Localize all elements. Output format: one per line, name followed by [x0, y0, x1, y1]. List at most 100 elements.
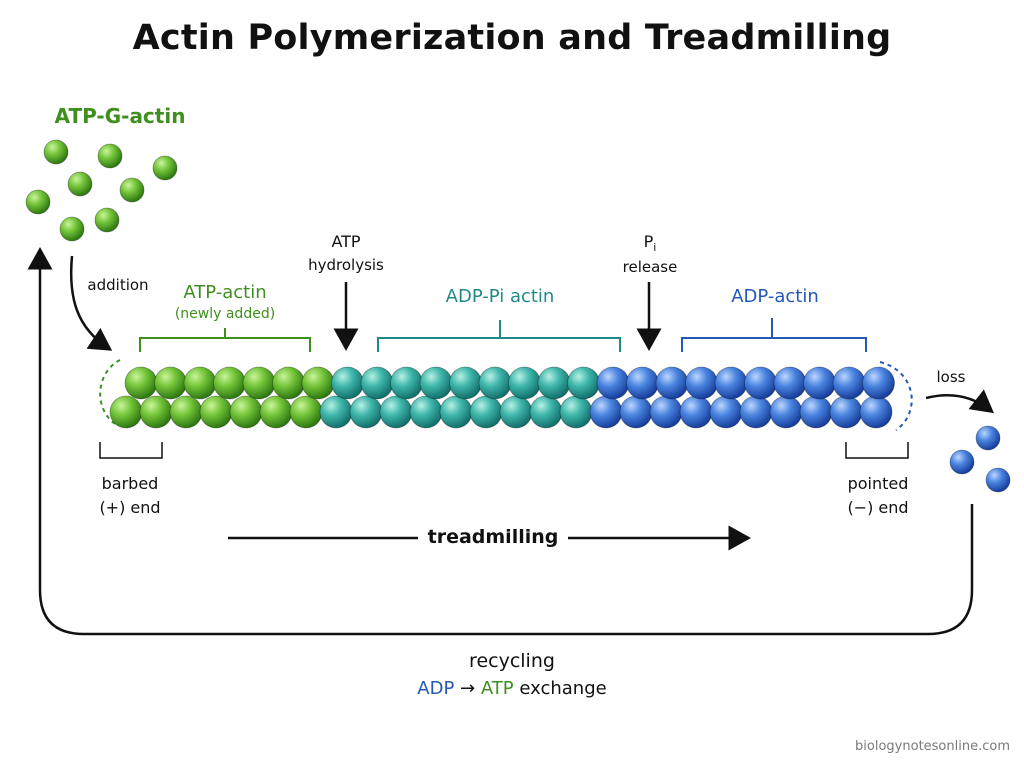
pointed-end-bracket — [845, 442, 909, 459]
filament-subunit — [319, 395, 353, 429]
pi-release-label-line1: Pi — [612, 232, 688, 254]
filament-subunit — [379, 395, 413, 429]
filament-subunit — [714, 366, 748, 400]
recycling-label: recycling — [469, 650, 555, 672]
filament-subunit — [769, 395, 803, 429]
filament-subunit — [409, 395, 443, 429]
atp-actin-bracket — [139, 328, 311, 352]
loss-label: loss — [936, 368, 966, 386]
filament-subunit — [596, 366, 630, 400]
filament-subunit — [679, 395, 713, 429]
addition-label: addition — [87, 276, 149, 294]
exchange-label: ADP → ATP exchange — [372, 678, 652, 699]
filament-subunit — [649, 395, 683, 429]
treadmilling-label: treadmilling — [427, 526, 559, 548]
filament-subunit — [331, 366, 364, 400]
filament-subunit — [213, 366, 246, 400]
released-monomer — [949, 449, 975, 475]
filament-subunit — [859, 395, 893, 429]
g-actin-monomer — [94, 207, 120, 233]
filament-subunit — [626, 366, 659, 400]
g-actin-monomer — [97, 143, 123, 169]
loss-arrow — [925, 389, 994, 414]
filament-subunit — [229, 395, 263, 429]
filament-subunit — [499, 395, 533, 429]
recycling-arrow — [27, 247, 974, 636]
exchange-arrow: → — [460, 678, 476, 699]
atp-hydrolysis-label-line2: hydrolysis — [308, 256, 384, 274]
filament-subunit — [169, 395, 203, 429]
newly-added-label: (newly added) — [174, 306, 276, 322]
released-adp-monomers — [949, 425, 1011, 493]
atp-hydrolysis-label-line1: ATP — [331, 232, 361, 251]
barbed-end-label-line2: (+) end — [99, 498, 161, 517]
g-actin-monomer — [152, 155, 178, 181]
filament-subunit — [419, 366, 453, 400]
free-atp-g-actin-cluster — [25, 139, 178, 242]
barbed-end-bracket — [99, 442, 163, 459]
filament-subunit — [301, 366, 335, 400]
adp-actin-label: ADP-actin — [731, 286, 819, 307]
adp-actin-bracket — [681, 318, 867, 352]
g-actin-monomer — [25, 189, 51, 215]
filament-subunit — [349, 395, 383, 429]
filament-subunit — [242, 366, 276, 400]
filament-subunit — [799, 395, 833, 429]
pi-symbol: P — [643, 232, 654, 251]
filament-subunit — [449, 366, 482, 400]
g-actin-monomer — [119, 177, 145, 203]
g-actin-monomer — [59, 216, 85, 242]
addition-arrow — [69, 255, 113, 351]
filament-subunit — [803, 366, 836, 400]
filament-subunit — [529, 395, 563, 429]
filament-subunit — [124, 366, 158, 400]
atp-g-actin-label: ATP-G-actin — [54, 104, 186, 128]
filament-subunit — [508, 366, 541, 400]
g-actin-monomer — [67, 171, 93, 197]
filament-subunit — [862, 366, 895, 400]
diagram-title: Actin Polymerization and Treadmilling — [132, 18, 892, 58]
pi-subscript: i — [653, 241, 657, 255]
exchange-word: exchange — [519, 678, 607, 699]
pointed-end-label-line1: pointed — [847, 474, 909, 493]
filament-subunit — [567, 366, 600, 400]
exchange-atp: ATP — [480, 678, 514, 699]
filament-subunit — [390, 366, 423, 400]
adp-pi-actin-bracket — [377, 320, 621, 352]
filament-subunit — [537, 366, 571, 400]
released-monomer — [985, 467, 1011, 493]
filament-subunit — [183, 366, 217, 400]
released-monomer — [975, 425, 1001, 451]
watermark: biologynotesonline.com — [855, 739, 1010, 754]
filament-subunit — [685, 366, 718, 400]
filament-subunit — [773, 366, 807, 400]
filament-subunit — [478, 366, 512, 400]
actin-filament — [109, 366, 895, 429]
filament-subunit — [272, 366, 305, 400]
barbed-end-label-line1: barbed — [101, 474, 159, 493]
pointed-end-dashed-arc — [879, 361, 913, 431]
g-actin-monomer — [43, 139, 69, 165]
filament-subunit — [589, 395, 623, 429]
exchange-adp: ADP — [417, 678, 455, 699]
pointed-end-label-line2: (−) end — [847, 498, 909, 517]
filament-subunit — [619, 395, 653, 429]
filament-subunit — [559, 395, 593, 429]
filament-subunit — [655, 366, 689, 400]
filament-subunit — [439, 395, 473, 429]
filament-subunit — [744, 366, 777, 400]
filament-subunit — [360, 366, 394, 400]
filament-subunit — [739, 395, 773, 429]
pi-release-label-line2: release — [622, 258, 678, 276]
filament-subunit — [829, 395, 863, 429]
atp-actin-label: ATP-actin — [183, 282, 267, 303]
filament-subunit — [154, 366, 187, 400]
filament-subunit — [259, 395, 293, 429]
adp-pi-actin-label: ADP-Pi actin — [445, 286, 555, 307]
filament-subunit — [709, 395, 743, 429]
filament-subunit — [832, 366, 866, 400]
filament-subunit — [199, 395, 233, 429]
filament-subunit — [289, 395, 323, 429]
